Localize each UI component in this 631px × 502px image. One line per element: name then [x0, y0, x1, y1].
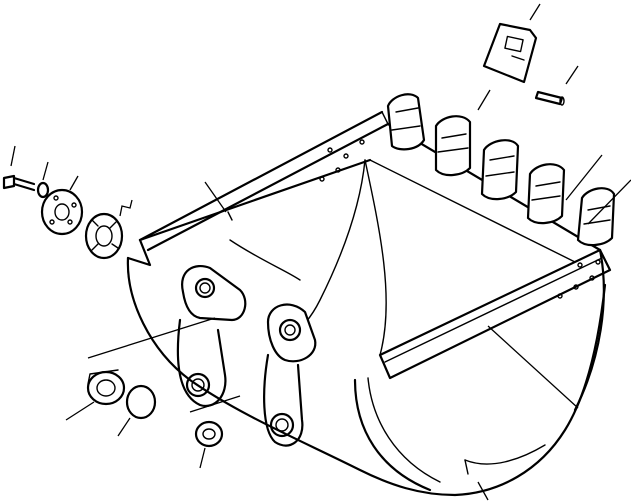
bucket-teeth: [386, 93, 616, 247]
mounting-bracket-left: [176, 265, 247, 408]
rim-bolt-holes: [319, 139, 601, 299]
exploded-o-ring: [125, 384, 157, 420]
exploded-bushing: [86, 369, 126, 406]
tooth-4: [526, 163, 566, 225]
exploded-tooth-pin: [534, 90, 565, 106]
tooth-2: [434, 115, 472, 177]
exploded-spacer-cap: [84, 212, 124, 260]
callout-leaders: [10, 3, 631, 501]
tooth-1: [386, 93, 426, 151]
tooth-3: [480, 139, 520, 201]
exploded-washer: [36, 181, 50, 199]
exploded-tooth-point: [482, 22, 538, 84]
mounting-bracket-right: [263, 303, 317, 447]
bucket-shell: [126, 159, 612, 497]
exploded-shim: [194, 420, 224, 448]
exploded-hub-plate: [40, 188, 84, 236]
bucket-top-rim: [126, 110, 602, 299]
exploded-bolt: [2, 174, 36, 192]
